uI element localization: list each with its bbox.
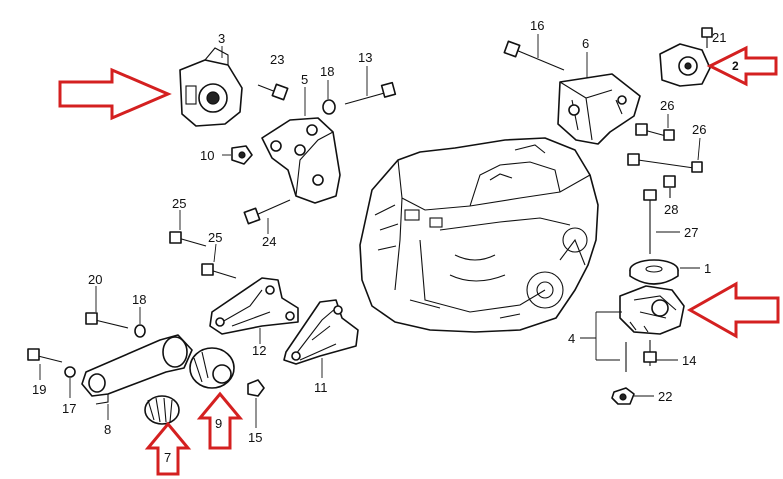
red-arrow-up-to-part-9	[196, 391, 244, 450]
callout-25-b: 25	[208, 230, 222, 245]
callout-4: 4	[568, 331, 575, 346]
part-27-stud	[643, 189, 657, 254]
part-19-bolt	[27, 348, 63, 363]
callout-13: 13	[358, 50, 372, 65]
callout-10: 10	[200, 148, 214, 163]
part-5-bracket	[261, 117, 341, 204]
callout-21: 21	[712, 30, 726, 45]
part-2-mount	[659, 43, 741, 87]
part-3-mount	[179, 47, 243, 127]
callout-6: 6	[582, 36, 589, 51]
callout-23: 23	[270, 52, 284, 67]
part-12-bracket	[209, 277, 299, 335]
part-18-washer-lower	[134, 324, 146, 338]
callout-9: 9	[215, 416, 222, 431]
callout-26-a: 26	[660, 98, 674, 113]
callout-28: 28	[664, 202, 678, 217]
part-4-mount	[619, 285, 685, 335]
red-arrow-left-to-part-2	[706, 45, 778, 87]
part-10-nut	[231, 145, 253, 165]
part-6-bracket	[557, 73, 641, 145]
red-arrow-right-to-part-3	[58, 67, 172, 121]
part-11-bracket	[283, 299, 359, 365]
callout-27: 27	[684, 225, 698, 240]
callout-7: 7	[164, 450, 171, 465]
part-18-washer-upper	[322, 99, 336, 115]
part-26-bolt-a	[635, 123, 675, 141]
part-1-insulator	[629, 259, 679, 285]
part-8-torque-rod	[81, 334, 193, 405]
part-25-bolt-b	[201, 263, 237, 279]
callout-24: 24	[262, 234, 276, 249]
callout-26-b: 26	[692, 122, 706, 137]
part-14-stud	[625, 340, 657, 372]
callout-18-lower: 18	[132, 292, 146, 307]
part-28-bolt	[663, 175, 676, 198]
callout-2: 2	[732, 59, 739, 73]
callout-18-upper: 18	[320, 64, 334, 79]
part-25-bolt-a	[169, 231, 207, 247]
part-20-bolt	[85, 312, 129, 329]
part-26-bolt-b	[627, 153, 703, 173]
part-13-bolt	[344, 81, 397, 105]
engine-block-illustration	[359, 137, 599, 333]
part-23-bolt	[257, 83, 289, 101]
red-arrow-up-to-part-7	[144, 421, 192, 476]
part-21-bolt	[701, 27, 713, 48]
part-15-nut	[247, 379, 265, 397]
callout-8: 8	[104, 422, 111, 437]
callout-15: 15	[248, 430, 262, 445]
callout-22: 22	[658, 389, 672, 404]
callout-16: 16	[530, 18, 544, 33]
callout-3: 3	[218, 31, 225, 46]
part-9-bushing	[189, 347, 235, 389]
callout-25-a: 25	[172, 196, 186, 211]
callout-14: 14	[682, 353, 696, 368]
callout-20: 20	[88, 272, 102, 287]
part-22-nut	[611, 387, 635, 405]
callout-19: 19	[32, 382, 46, 397]
callout-5: 5	[301, 72, 308, 87]
callout-1: 1	[704, 261, 711, 276]
part-17-nut	[64, 366, 76, 378]
red-arrow-left-to-part-4	[686, 281, 780, 339]
part-16-bolt	[503, 40, 565, 71]
part-7-bushing	[144, 395, 180, 425]
callout-12: 12	[252, 343, 266, 358]
part-24-bolt	[243, 199, 291, 225]
callout-11: 11	[314, 380, 328, 395]
callout-17: 17	[62, 401, 76, 416]
